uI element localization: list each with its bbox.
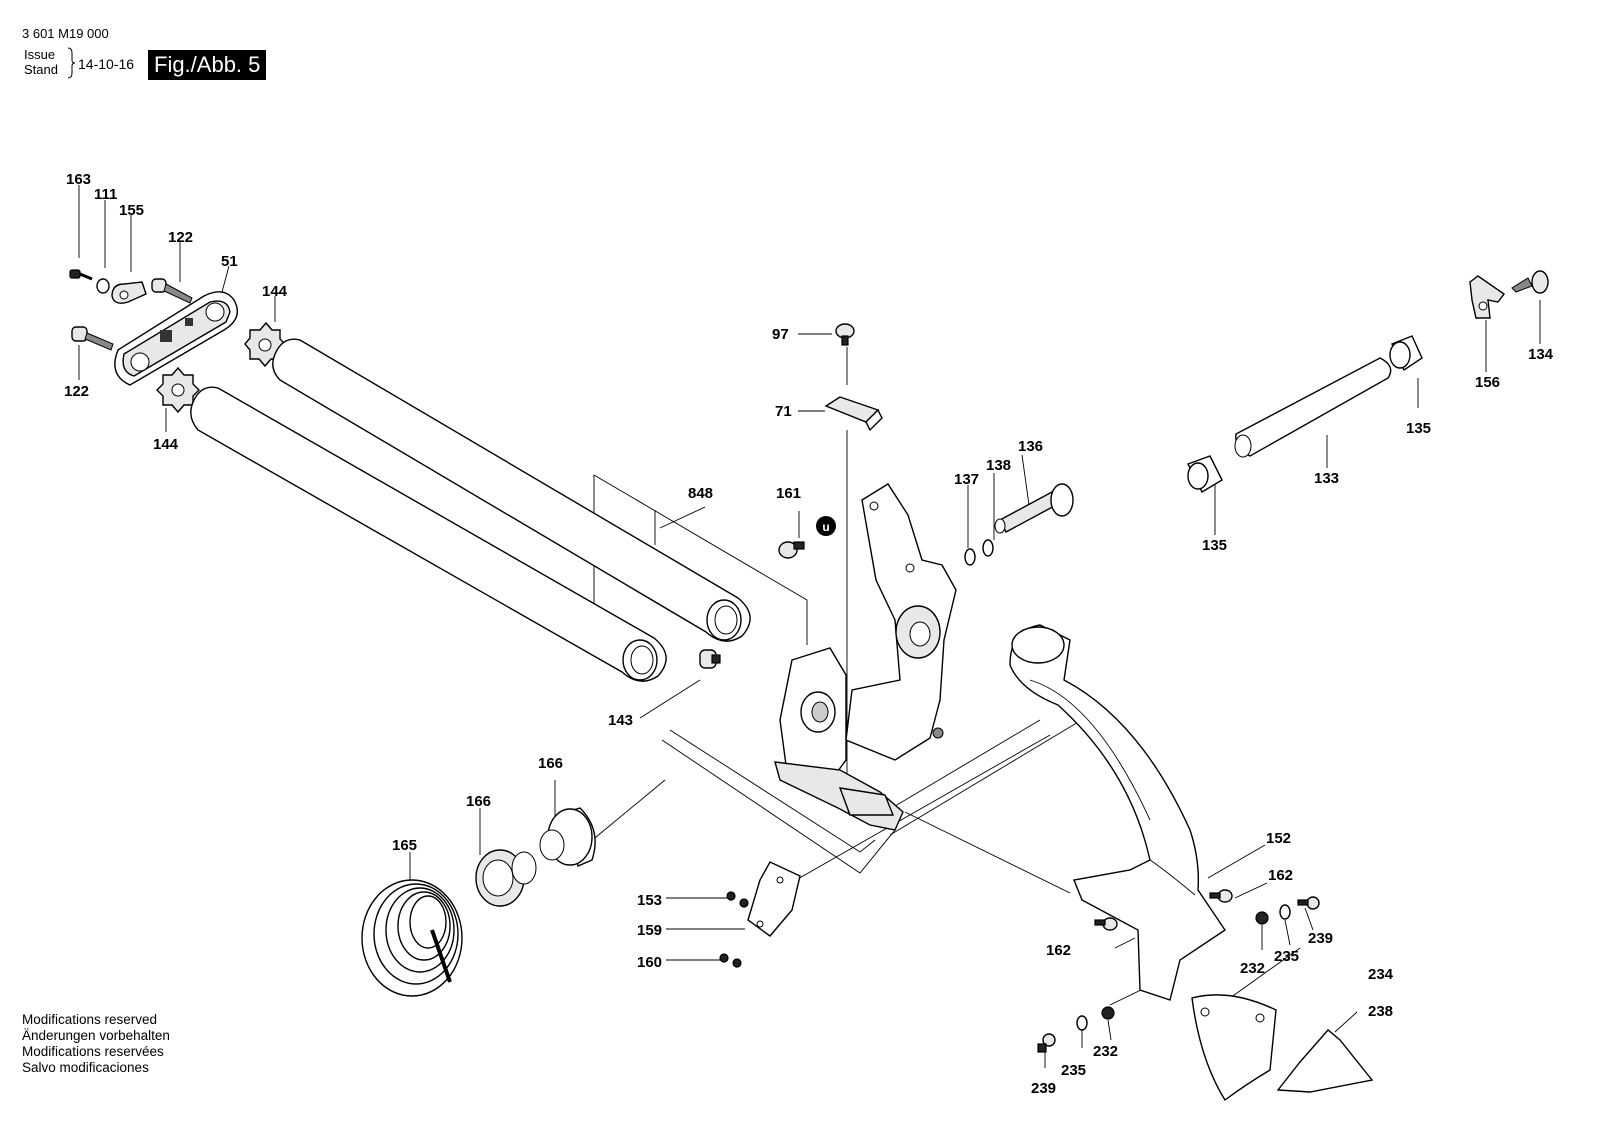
loctite-marker-icon: u <box>816 516 836 536</box>
callout-166-lower: 166 <box>466 793 491 810</box>
callout-122: 122 <box>168 229 193 246</box>
screw-162-lower <box>1094 917 1118 931</box>
callout-848: 848 <box>688 485 713 502</box>
callout-133: 133 <box>1314 470 1339 487</box>
clamp-155 <box>111 281 147 304</box>
bushing-135-upper <box>1389 335 1423 372</box>
screw-239-lower <box>1037 1033 1056 1053</box>
callout-135: 135 <box>1406 420 1431 437</box>
bushing-166 <box>539 807 596 867</box>
callout-235-lower: 235 <box>1061 1062 1086 1079</box>
bolt-136 <box>994 483 1074 534</box>
callout-159: 159 <box>637 922 662 939</box>
callout-234: 234 <box>1368 966 1394 983</box>
callout-160: 160 <box>637 954 662 971</box>
nut-232-upper <box>1255 911 1269 925</box>
callout-162-lower: 162 <box>1046 942 1071 959</box>
callout-156: 156 <box>1475 374 1500 391</box>
bearing-166 <box>475 849 537 907</box>
document-number: 3 601 M19 000 <box>22 26 109 41</box>
washer-235-upper <box>1279 904 1291 920</box>
footer-line-de: Änderungen vorbehalten <box>22 1028 170 1043</box>
callout-239-lower: 239 <box>1031 1080 1056 1097</box>
callout-135-lower: 135 <box>1202 537 1227 554</box>
rail-848-upper <box>272 338 751 642</box>
issue-label: Issue <box>24 47 56 62</box>
cover-234 <box>1191 994 1277 1102</box>
callout-138: 138 <box>986 457 1011 474</box>
screw-160 <box>719 953 742 968</box>
housing <box>774 483 957 831</box>
screw-122-lower <box>71 326 114 351</box>
clip-71 <box>824 396 883 432</box>
leader-lines <box>78 185 1541 1068</box>
star-nut-144-lower <box>156 366 200 414</box>
flap-238 <box>1276 1029 1374 1093</box>
callout-134: 134 <box>1528 346 1554 363</box>
callout-143: 143 <box>608 712 633 729</box>
screw-162-upper <box>1209 889 1233 903</box>
brace-icon <box>67 47 76 79</box>
callout-153: 153 <box>637 892 662 909</box>
dust-chute-152 <box>1009 624 1226 1001</box>
bracket-156 <box>1469 275 1505 319</box>
callout-239: 239 <box>1308 930 1333 947</box>
bushing-135-lower <box>1187 455 1223 493</box>
stand-label: Stand <box>24 62 58 77</box>
callout-labels: 163 111 155 122 51 144 122 144 97 71 848… <box>64 171 1554 1097</box>
callout-144: 144 <box>262 283 288 300</box>
callout-238: 238 <box>1368 1003 1393 1020</box>
screw-161 <box>778 541 805 559</box>
ring-138 <box>982 539 994 557</box>
screw-97 <box>835 323 855 346</box>
callout-232: 232 <box>1240 960 1265 977</box>
end-plate-51 <box>114 291 238 386</box>
screw-163 <box>69 269 93 281</box>
callout-136: 136 <box>1018 438 1043 455</box>
callout-97: 97 <box>772 326 789 343</box>
rod-133 <box>1234 357 1392 458</box>
callout-166: 166 <box>538 755 563 772</box>
ring-137 <box>964 548 976 566</box>
callout-232-lower: 232 <box>1093 1043 1118 1060</box>
washer-235-lower <box>1076 1015 1088 1031</box>
callout-235: 235 <box>1274 948 1299 965</box>
callout-71: 71 <box>775 403 792 420</box>
callout-111: 111 <box>94 186 117 203</box>
callout-137: 137 <box>954 471 979 488</box>
callout-155: 155 <box>119 202 144 219</box>
plug-143 <box>699 649 721 669</box>
callout-144-lower: 144 <box>153 436 179 453</box>
footer-line-fr: Modifications reservées <box>22 1044 164 1059</box>
washer-111 <box>96 278 110 294</box>
callout-161: 161 <box>776 485 801 502</box>
rail-848-lower <box>190 386 667 682</box>
callout-165: 165 <box>392 837 417 854</box>
bracket-159 <box>747 861 801 937</box>
spring-165 <box>361 879 463 997</box>
callout-122-lower: 122 <box>64 383 89 400</box>
figure-label: Fig./Abb. 5 <box>148 50 267 80</box>
issue-stand-label: Issue Stand <box>24 47 58 77</box>
svg-text:u: u <box>822 520 829 534</box>
callout-163: 163 <box>66 171 91 188</box>
footer-line-es: Salvo modificaciones <box>22 1060 149 1075</box>
callout-152: 152 <box>1266 830 1291 847</box>
nut-232-lower <box>1101 1006 1115 1020</box>
footer-notes: Modifications reserved Änderungen vorbeh… <box>22 1012 170 1076</box>
screw-153 <box>726 891 749 908</box>
screw-122-upper <box>151 278 193 304</box>
callout-51: 51 <box>221 253 238 270</box>
screw-134 <box>1511 270 1549 294</box>
footer-line-en: Modifications reserved <box>22 1012 158 1027</box>
callout-162: 162 <box>1268 867 1293 884</box>
screw-239-upper <box>1297 896 1320 910</box>
issue-date: 14-10-16 <box>78 56 135 72</box>
